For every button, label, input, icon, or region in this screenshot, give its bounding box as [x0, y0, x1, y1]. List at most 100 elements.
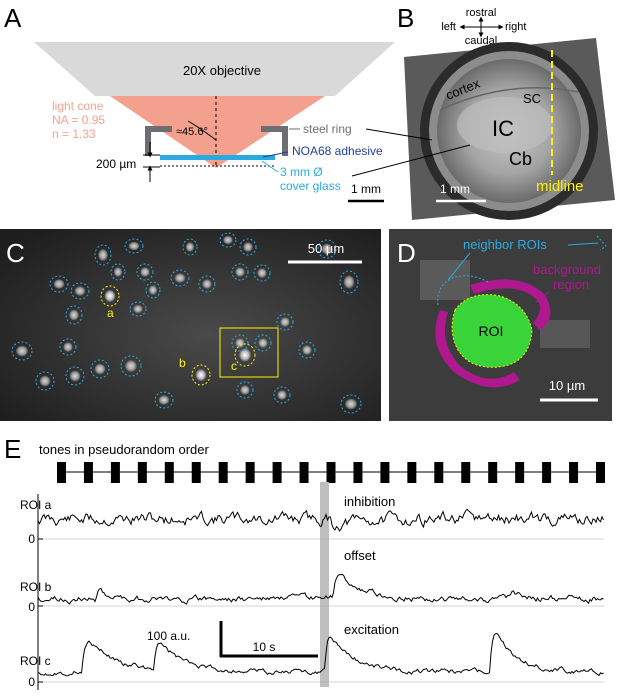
tone-block: [218, 462, 228, 483]
roi-label-a: a: [107, 306, 114, 320]
selected-roi-c: [234, 343, 256, 367]
cell-body: [133, 304, 143, 314]
tone-block: [191, 462, 201, 483]
neighbor-roi: [170, 269, 190, 287]
neighbor-roi: [65, 366, 85, 386]
neighbor-roi: [145, 281, 161, 299]
cell-body: [113, 267, 123, 277]
scale-c-label: 50 µm: [308, 241, 344, 256]
ic-region: [457, 97, 553, 153]
compass-caudal: caudal: [465, 35, 497, 47]
neighbor-roi: [124, 238, 144, 254]
neighbor-roi: [154, 391, 174, 409]
adhesive-label: NOA68 adhesive: [292, 144, 383, 158]
cell-body: [125, 360, 137, 372]
baseline-label-c: 0: [28, 675, 35, 689]
label-cb: Cb: [509, 149, 532, 169]
neighbor-roi: [90, 359, 110, 379]
scale-d-label: 10 µm: [549, 378, 585, 393]
cell-body: [98, 249, 108, 261]
cell-group: [16, 235, 357, 410]
cell-body: [257, 268, 267, 278]
trace-roi-b: [37, 573, 604, 605]
panel-letter-d: D: [397, 238, 416, 268]
cell-body: [345, 398, 357, 410]
cell-body: [243, 242, 253, 252]
tone-block: [245, 462, 255, 483]
roi-group: [11, 232, 362, 414]
refractive-index-label: n = 1.33: [52, 127, 96, 141]
baseline-label-a: 0: [28, 532, 35, 546]
trace-roi-c: [37, 632, 604, 677]
tone-block: [326, 462, 336, 483]
tone-block: [407, 462, 417, 483]
neighbor-roi: [317, 239, 337, 259]
tone-block: [596, 462, 605, 483]
tone-block: [83, 462, 93, 483]
steel-ring-label: steel ring: [303, 122, 352, 136]
cell-body: [277, 390, 287, 400]
panel-d: D ROI neighbor ROIs background region 10…: [389, 229, 612, 421]
neighbor-roi: [136, 263, 154, 281]
neighbor-roi: [236, 381, 254, 399]
neighbor-roi: [182, 238, 198, 256]
cell-body: [202, 279, 212, 289]
adhesive-leader: [262, 151, 289, 158]
background-region-upper: [470, 279, 551, 330]
neighbor-rois-label: neighbor ROIs: [463, 237, 547, 252]
cover-glass-leader: [261, 160, 279, 173]
roi-label: ROI: [479, 323, 504, 339]
roi-label-b: b: [179, 356, 186, 370]
neighbor-roi: [276, 313, 294, 331]
objective-shape: [34, 42, 395, 96]
trace-label-b: ROI b: [20, 580, 52, 594]
panel-letter-e: E: [4, 434, 21, 464]
neighbor-roi: [94, 244, 112, 266]
tone-block: [569, 462, 579, 483]
cell-body: [69, 370, 81, 382]
compass-rostral: rostral: [466, 7, 497, 19]
cell-body: [140, 267, 150, 277]
neighbor-roi: [253, 264, 271, 282]
cell-body: [63, 342, 73, 352]
cell-body: [158, 395, 170, 405]
angle-label: ≈45.6°: [176, 126, 208, 138]
steel-ring-pointer: [365, 128, 433, 141]
neighbor-roi: [35, 371, 55, 391]
cell-body: [16, 345, 28, 357]
roi-label-c: c: [231, 359, 237, 373]
neighbor-roi: [231, 334, 249, 352]
compass-left: left: [441, 21, 456, 33]
cell-body-c: [239, 348, 251, 362]
cell-body: [39, 375, 51, 387]
neighbor-roi: [70, 282, 90, 300]
response-label-offset: offset: [344, 548, 376, 563]
zoom-texture-1: [420, 260, 470, 300]
na-label: NA = 0.95: [52, 113, 105, 127]
scale-e-y-label: 100 a.u.: [147, 629, 190, 643]
scale-b-label: 1 mm: [440, 182, 470, 196]
cell-body: [240, 385, 250, 395]
response-label-excitation: excitation: [344, 622, 399, 637]
tone-block: [57, 462, 66, 483]
cell-body: [94, 363, 106, 375]
neighbor-roi-edge: [596, 235, 607, 251]
tone-block: [542, 462, 552, 483]
cell-body: [53, 279, 65, 289]
steel-ring-right: [261, 126, 288, 156]
cell-body: [128, 241, 140, 251]
tone-block: [137, 462, 147, 483]
tone-block: [299, 462, 309, 483]
neighbor-roi: [254, 334, 272, 352]
tone-block: [380, 462, 390, 483]
cell-body-b: [195, 369, 207, 381]
selected-roi-a: [100, 285, 120, 307]
highlight-tone-band: [320, 482, 329, 687]
tone-block: [488, 462, 498, 483]
tones-label: tones in pseudorandom order: [39, 442, 210, 457]
midline-label: midline: [536, 178, 584, 195]
trace-label-a: ROI a: [20, 498, 52, 512]
cover-glass-label-2: cover glass: [280, 179, 341, 193]
tone-block: [434, 462, 444, 483]
